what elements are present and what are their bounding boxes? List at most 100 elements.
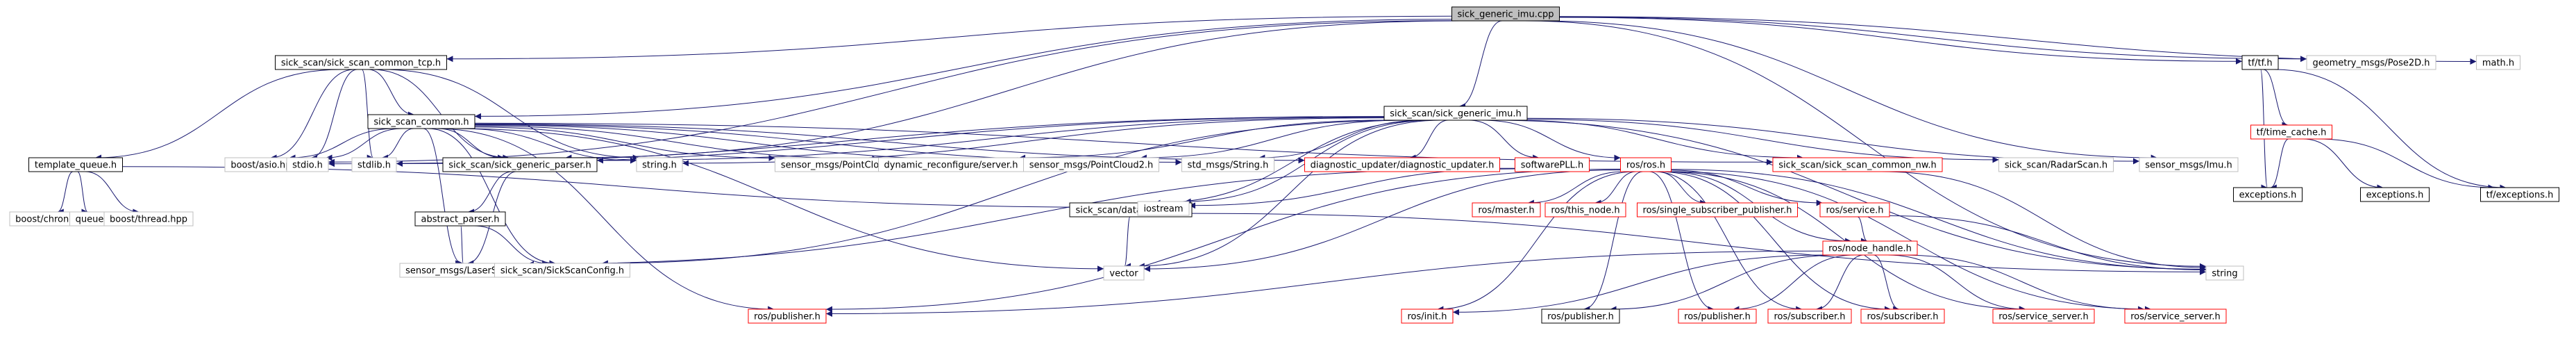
edge-genimu-to-commonnw (1510, 120, 1803, 161)
edge-softpll-to-laserscan (527, 167, 1515, 268)
node-pub1[interactable]: ros/publisher.h (748, 309, 827, 324)
node-service[interactable]: ros/service.h (1819, 202, 1890, 217)
node-srv2[interactable]: ros/service_server.h (2124, 309, 2227, 324)
node-box (1860, 309, 1945, 324)
node-thisnode[interactable]: ros/this_node.h (1544, 202, 1626, 217)
node-rosh[interactable]: ros/ros.h (1620, 157, 1672, 172)
edge-service-to-nodehandle (1857, 216, 1868, 245)
node-abstract[interactable]: abstract_parser.h (414, 211, 506, 227)
edge-common-to-pointcloud (474, 126, 775, 161)
edge-softpll-to-iostream (1188, 168, 1515, 209)
node-label: exceptions.h (2366, 190, 2424, 201)
node-label: diagnostic_updater/diagnostic_updater.h (1311, 161, 1495, 171)
node-root[interactable]: sick_generic_imu.cpp (1451, 6, 1560, 22)
node-master[interactable]: ros/master.h (1472, 202, 1541, 217)
edge-rosh-to-thisnode (1594, 171, 1637, 206)
node-label: sensor_msgs/LaserScan.h (405, 266, 522, 277)
edge-timecache-to-exc1 (2270, 138, 2289, 191)
node-label: ros/publisher.h (1547, 312, 1614, 322)
node-math: math.h (2476, 55, 2520, 70)
node-box (1451, 6, 1560, 22)
node-label: sick_scan/RadarScan.h (2005, 161, 2107, 171)
node-box (1401, 309, 1454, 324)
node-box (1637, 202, 1798, 217)
node-box (103, 211, 194, 227)
node-label: ros/publisher.h (754, 312, 820, 322)
edge-common-to-dynreconf (474, 125, 879, 162)
node-genimu[interactable]: sick_scan/sick_generic_imu.h (1383, 106, 1528, 121)
node-label: ros/master.h (1478, 206, 1534, 216)
node-box (1767, 309, 1852, 324)
node-box (442, 157, 598, 172)
node-label: ros/node_handle.h (1828, 244, 1912, 254)
node-label: math.h (2482, 58, 2514, 69)
node-iostream: iostream (1137, 201, 1190, 216)
node-box (351, 157, 397, 172)
node-box (748, 309, 827, 324)
edge-rosh-to-singlesub (1656, 171, 1707, 206)
node-softpll[interactable]: softwarePLL.h (1515, 157, 1590, 172)
node-tcp[interactable]: sick_scan/sick_scan_common_tcp.h (275, 55, 447, 70)
node-parser[interactable]: sick_scan/sick_generic_parser.h (442, 157, 598, 172)
node-box (275, 55, 447, 70)
edge-common-to-pub1 (434, 128, 775, 313)
edge-rosh-to-pub1 (825, 168, 1621, 313)
node-box (1304, 157, 1500, 172)
node-basio: boost/asio.hpp (224, 157, 303, 172)
node-box (2476, 55, 2520, 70)
node-label: vector (1109, 269, 1138, 279)
node-common[interactable]: sick_scan_common.h (367, 114, 475, 129)
edge-genimu-to-diag (1409, 120, 1449, 161)
node-label: ros/subscriber.h (1774, 312, 1845, 322)
edge-tcp-to-tq (94, 69, 342, 161)
node-sub1[interactable]: ros/subscriber.h (1767, 309, 1852, 324)
edge-nodehandle-to-pub3 (1733, 254, 1855, 313)
node-box (1103, 265, 1145, 281)
node-box (1620, 157, 1672, 172)
edge-rosh-to-sub2 (1657, 171, 1892, 313)
node-box (1772, 157, 1943, 172)
node-label: string.h (642, 161, 677, 171)
node-exc1[interactable]: exceptions.h (2233, 187, 2303, 202)
node-init[interactable]: ros/init.h (1401, 309, 1454, 324)
edge-nodehandle-to-pub1 (825, 250, 1824, 317)
node-pose2d: geometry_msgs/Pose2D.h (2306, 55, 2436, 70)
edge-common-to-stringh (460, 128, 637, 164)
edge-timecache-to-exc2 (2303, 138, 2384, 191)
node-label: exceptions.h (2239, 190, 2297, 201)
node-timecache[interactable]: tf/time_cache.h (2250, 124, 2332, 140)
node-box (28, 157, 123, 172)
node-label: dynamic_reconfigure/server.h (884, 161, 1018, 171)
node-pub3[interactable]: ros/publisher.h (1678, 309, 1757, 324)
edge-tcp-to-stdlib (361, 69, 374, 161)
node-label: boost/thread.hpp (110, 215, 187, 225)
node-box (1998, 157, 2114, 172)
edge-tfh-to-timecache (2263, 69, 2289, 129)
node-imu: sensor_msgs/Imu.h (2139, 157, 2239, 172)
node-label: std_msgs/String.h (1188, 161, 1269, 171)
node-pub2[interactable]: ros/publisher.h (1541, 309, 1620, 324)
node-commonnw[interactable]: sick_scan/sick_scan_common_nw.h (1772, 157, 1943, 172)
edge-nodehandle-to-srv2 (1901, 254, 2145, 313)
node-label: ros/service_server.h (1998, 312, 2089, 322)
node-exc2[interactable]: exceptions.h (2360, 187, 2430, 202)
node-singlesub[interactable]: ros/single_subscriber_publisher.h (1637, 202, 1798, 217)
node-tfh[interactable]: tf/tf.h (2241, 55, 2279, 70)
node-label: softwarePLL.h (1521, 161, 1584, 171)
node-srv1[interactable]: ros/service_server.h (1992, 309, 2095, 324)
node-tq[interactable]: template_queue.h (28, 157, 123, 172)
node-sub2[interactable]: ros/subscriber.h (1860, 309, 1945, 324)
node-label: sick_generic_imu.cpp (1458, 10, 1554, 20)
node-tfexc[interactable]: tf/exceptions.h (2480, 187, 2559, 202)
edge-root-to-math (1559, 16, 2477, 65)
edge-tq-to-queue (77, 171, 88, 215)
node-box (2306, 55, 2436, 70)
node-diag[interactable]: diagnostic_updater/diagnostic_updater.h (1304, 157, 1500, 172)
node-label: ros/publisher.h (1684, 312, 1751, 322)
edge-genimu-to-softpll (1468, 120, 1540, 161)
node-box (2139, 157, 2239, 172)
node-nodehandle[interactable]: ros/node_handle.h (1822, 240, 1918, 256)
node-label: ros/ros.h (1626, 161, 1665, 171)
node-box (2480, 187, 2559, 202)
